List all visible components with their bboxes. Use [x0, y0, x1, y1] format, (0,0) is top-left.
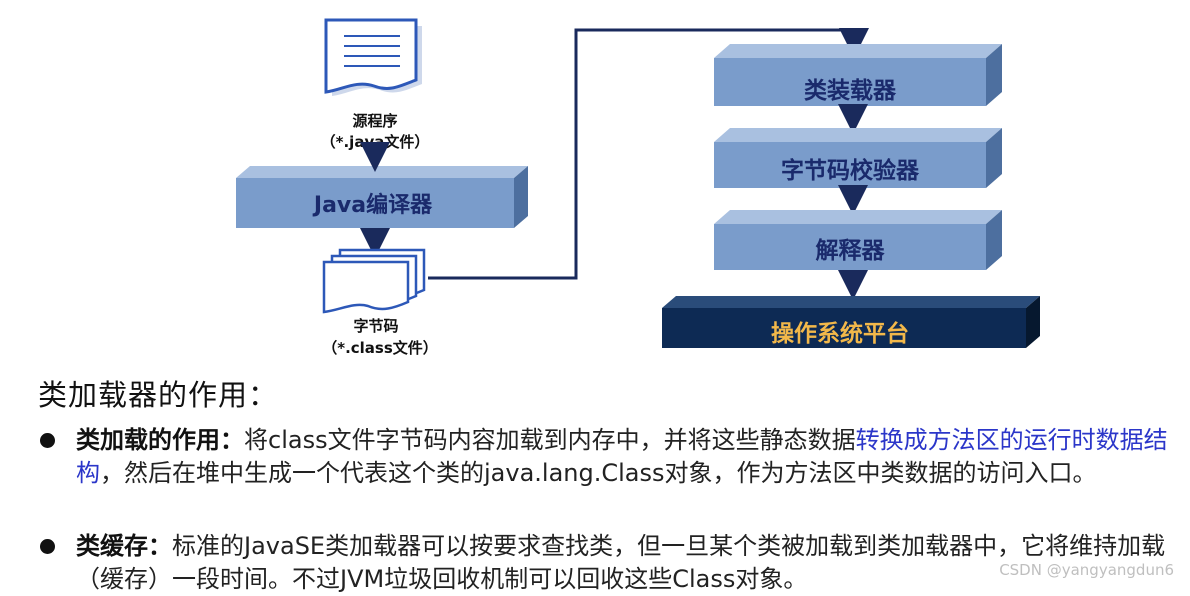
watermark: CSDN @yangyangdun6 — [999, 561, 1174, 579]
interpreter-label: 解释器 — [816, 237, 886, 264]
bullet-title: 类缓存： — [76, 532, 172, 560]
bullet-text-cont: ，然后在堆中生成一个代表这个类的java.lang.Class对象，作为方法区中… — [100, 459, 1097, 487]
source-file-icon — [324, 18, 422, 96]
bullet-highlight: 转换成方法区的运行时数据结构 — [76, 426, 1168, 487]
bullet-text: 将class文件字节码内容加载到内存中，并将这些静态数据 — [244, 426, 856, 454]
bullet-body: 类缓存：标准的JavaSE类加载器可以按要求查找类，但一旦某个类被加载到类加载器… — [76, 530, 1170, 596]
source-program-sub: （*.java文件） — [321, 133, 430, 151]
interpreter-box — [714, 210, 1002, 270]
class-loader-box — [714, 44, 1002, 106]
bullet-class-loading: 类加载的作用：将class文件字节码内容加载到内存中，并将这些静态数据转换成方法… — [40, 424, 1170, 490]
bullet-dot — [40, 433, 55, 448]
java-compiler-label: Java编译器 — [312, 192, 433, 218]
verifier-box — [714, 128, 1002, 188]
bullet-title: 类加载的作用： — [76, 426, 244, 454]
verifier-label: 字节码校验器 — [781, 157, 920, 184]
bullet-text: 标准的JavaSE类加载器可以按要求查找类，但一旦某个类被加载到类加载器中，它将… — [76, 532, 1166, 593]
os-platform-label: 操作系统平台 — [771, 320, 909, 347]
os-platform-box — [662, 296, 1040, 348]
bytecode-sub: （*.class文件） — [322, 339, 438, 357]
arrow-bytecode-to-loader — [428, 28, 869, 280]
bytecode-files-icon — [322, 248, 426, 314]
source-program-label: 源程序 — [352, 112, 397, 130]
bullet-body: 类加载的作用：将class文件字节码内容加载到内存中，并将这些静态数据转换成方法… — [76, 424, 1170, 490]
section-heading: 类加载器的作用： — [38, 378, 279, 412]
bullet-dot — [40, 539, 55, 554]
bullet-class-cache: 类缓存：标准的JavaSE类加载器可以按要求查找类，但一旦某个类被加载到类加载器… — [40, 530, 1170, 596]
bytecode-label: 字节码 — [353, 317, 398, 335]
java-compiler-box — [236, 166, 528, 228]
class-loader-label: 类装载器 — [804, 78, 897, 104]
